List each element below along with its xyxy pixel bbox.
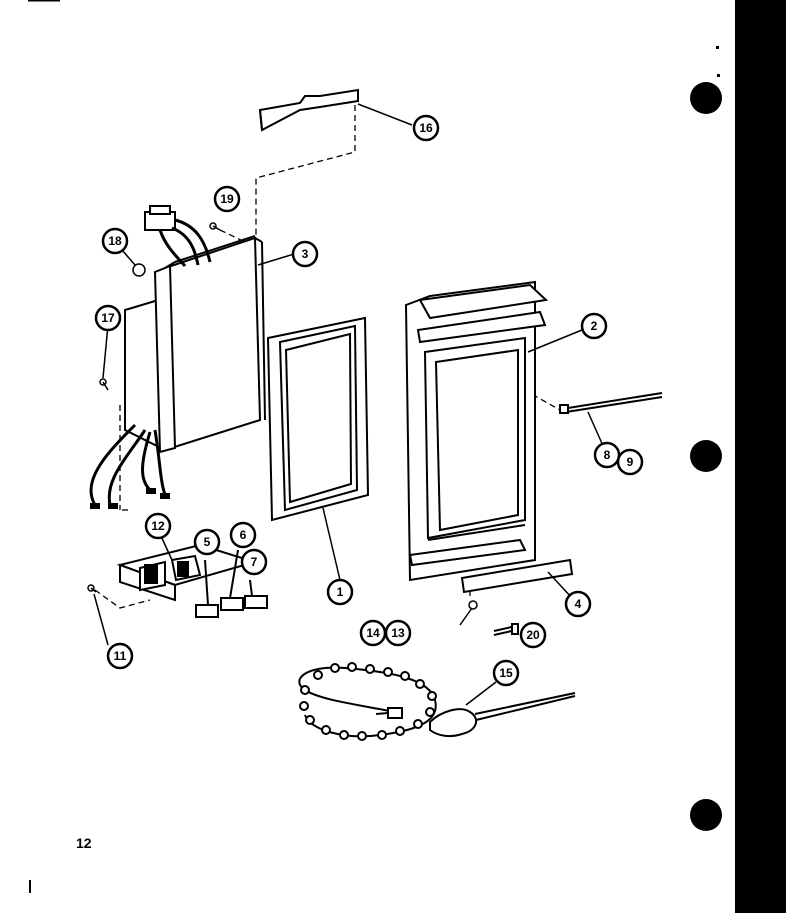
binding-edge [735, 0, 786, 913]
svg-text:13: 13 [391, 626, 405, 640]
part-15-temperature-probe [298, 662, 576, 741]
svg-text:6: 6 [240, 528, 247, 542]
callout-2: 2 [580, 312, 608, 340]
part-1-gasket [266, 316, 370, 522]
callout-6: 6 [229, 521, 257, 549]
svg-text:19: 19 [220, 192, 234, 206]
svg-text:20: 20 [526, 628, 540, 642]
part-7-relay [244, 579, 268, 609]
svg-text:17: 17 [101, 311, 115, 325]
part-20-screw [493, 623, 519, 636]
svg-text:5: 5 [204, 535, 211, 549]
binding-hole-middle [690, 440, 722, 472]
page-number: 12 [76, 835, 92, 851]
callout-8: 8 [593, 441, 621, 469]
part-5-relay [195, 559, 219, 618]
part-13-screw [468, 600, 478, 610]
svg-text:18: 18 [108, 234, 122, 248]
leader-8 [587, 411, 605, 449]
leader-1 [322, 507, 341, 581]
callout-3: 3 [291, 240, 319, 268]
svg-text:1: 1 [337, 585, 344, 599]
part-6-relay [220, 549, 244, 611]
leader-2 [527, 329, 583, 353]
leader-15 [465, 681, 497, 706]
part-18-grommet [132, 263, 146, 277]
callout-17: 17 [94, 304, 122, 332]
speck [717, 74, 720, 77]
part-4-trim-strip [460, 558, 574, 594]
callout-7: 7 [240, 548, 268, 576]
wire-harness-connector [144, 205, 212, 268]
callout-12: 12 [144, 512, 172, 540]
callout-9: 9 [616, 448, 644, 476]
svg-text:4: 4 [575, 597, 582, 611]
callout-5: 5 [193, 528, 221, 556]
part-12-circuit-board [116, 543, 259, 602]
callout-11: 11 [106, 642, 134, 670]
svg-text:12: 12 [151, 519, 165, 533]
callout-18: 18 [101, 227, 129, 255]
leader-18 [121, 249, 136, 266]
part-16-bracket [258, 88, 359, 132]
svg-text:2: 2 [591, 319, 598, 333]
svg-text:11: 11 [114, 649, 127, 663]
callout-20: 20 [519, 621, 547, 649]
callout-1: 1 [326, 578, 354, 606]
binding-hole-top [690, 82, 722, 114]
svg-text:9: 9 [627, 455, 634, 469]
svg-text:15: 15 [499, 666, 513, 680]
leader-11 [93, 593, 109, 646]
part-8-rod [559, 392, 663, 414]
lower-wires [89, 423, 167, 506]
part-3-control-housing [124, 235, 266, 454]
wire-terminals [90, 488, 170, 509]
callout-4: 4 [564, 590, 592, 618]
leader-13 [459, 607, 473, 626]
leader-16 [357, 103, 413, 126]
part-11-screw [87, 584, 97, 593]
callout-19: 19 [213, 185, 241, 213]
svg-text:3: 3 [302, 247, 309, 261]
part-19-screw [209, 222, 221, 231]
leader-4 [547, 571, 573, 599]
leader-17 [102, 324, 109, 379]
callout-15: 15 [492, 659, 520, 687]
binding-hole-bottom [690, 799, 722, 831]
speck [716, 46, 719, 49]
svg-text:14: 14 [366, 626, 380, 640]
svg-text:8: 8 [604, 448, 611, 462]
svg-text:16: 16 [419, 121, 433, 135]
part-17-screw [99, 378, 109, 391]
callout-14: 14 [359, 619, 387, 647]
leader-3 [257, 253, 295, 266]
part-2-door-panel [404, 280, 549, 582]
callout-16: 16 [412, 114, 440, 142]
svg-text:7: 7 [251, 555, 258, 569]
callout-13: 13 [384, 619, 412, 647]
